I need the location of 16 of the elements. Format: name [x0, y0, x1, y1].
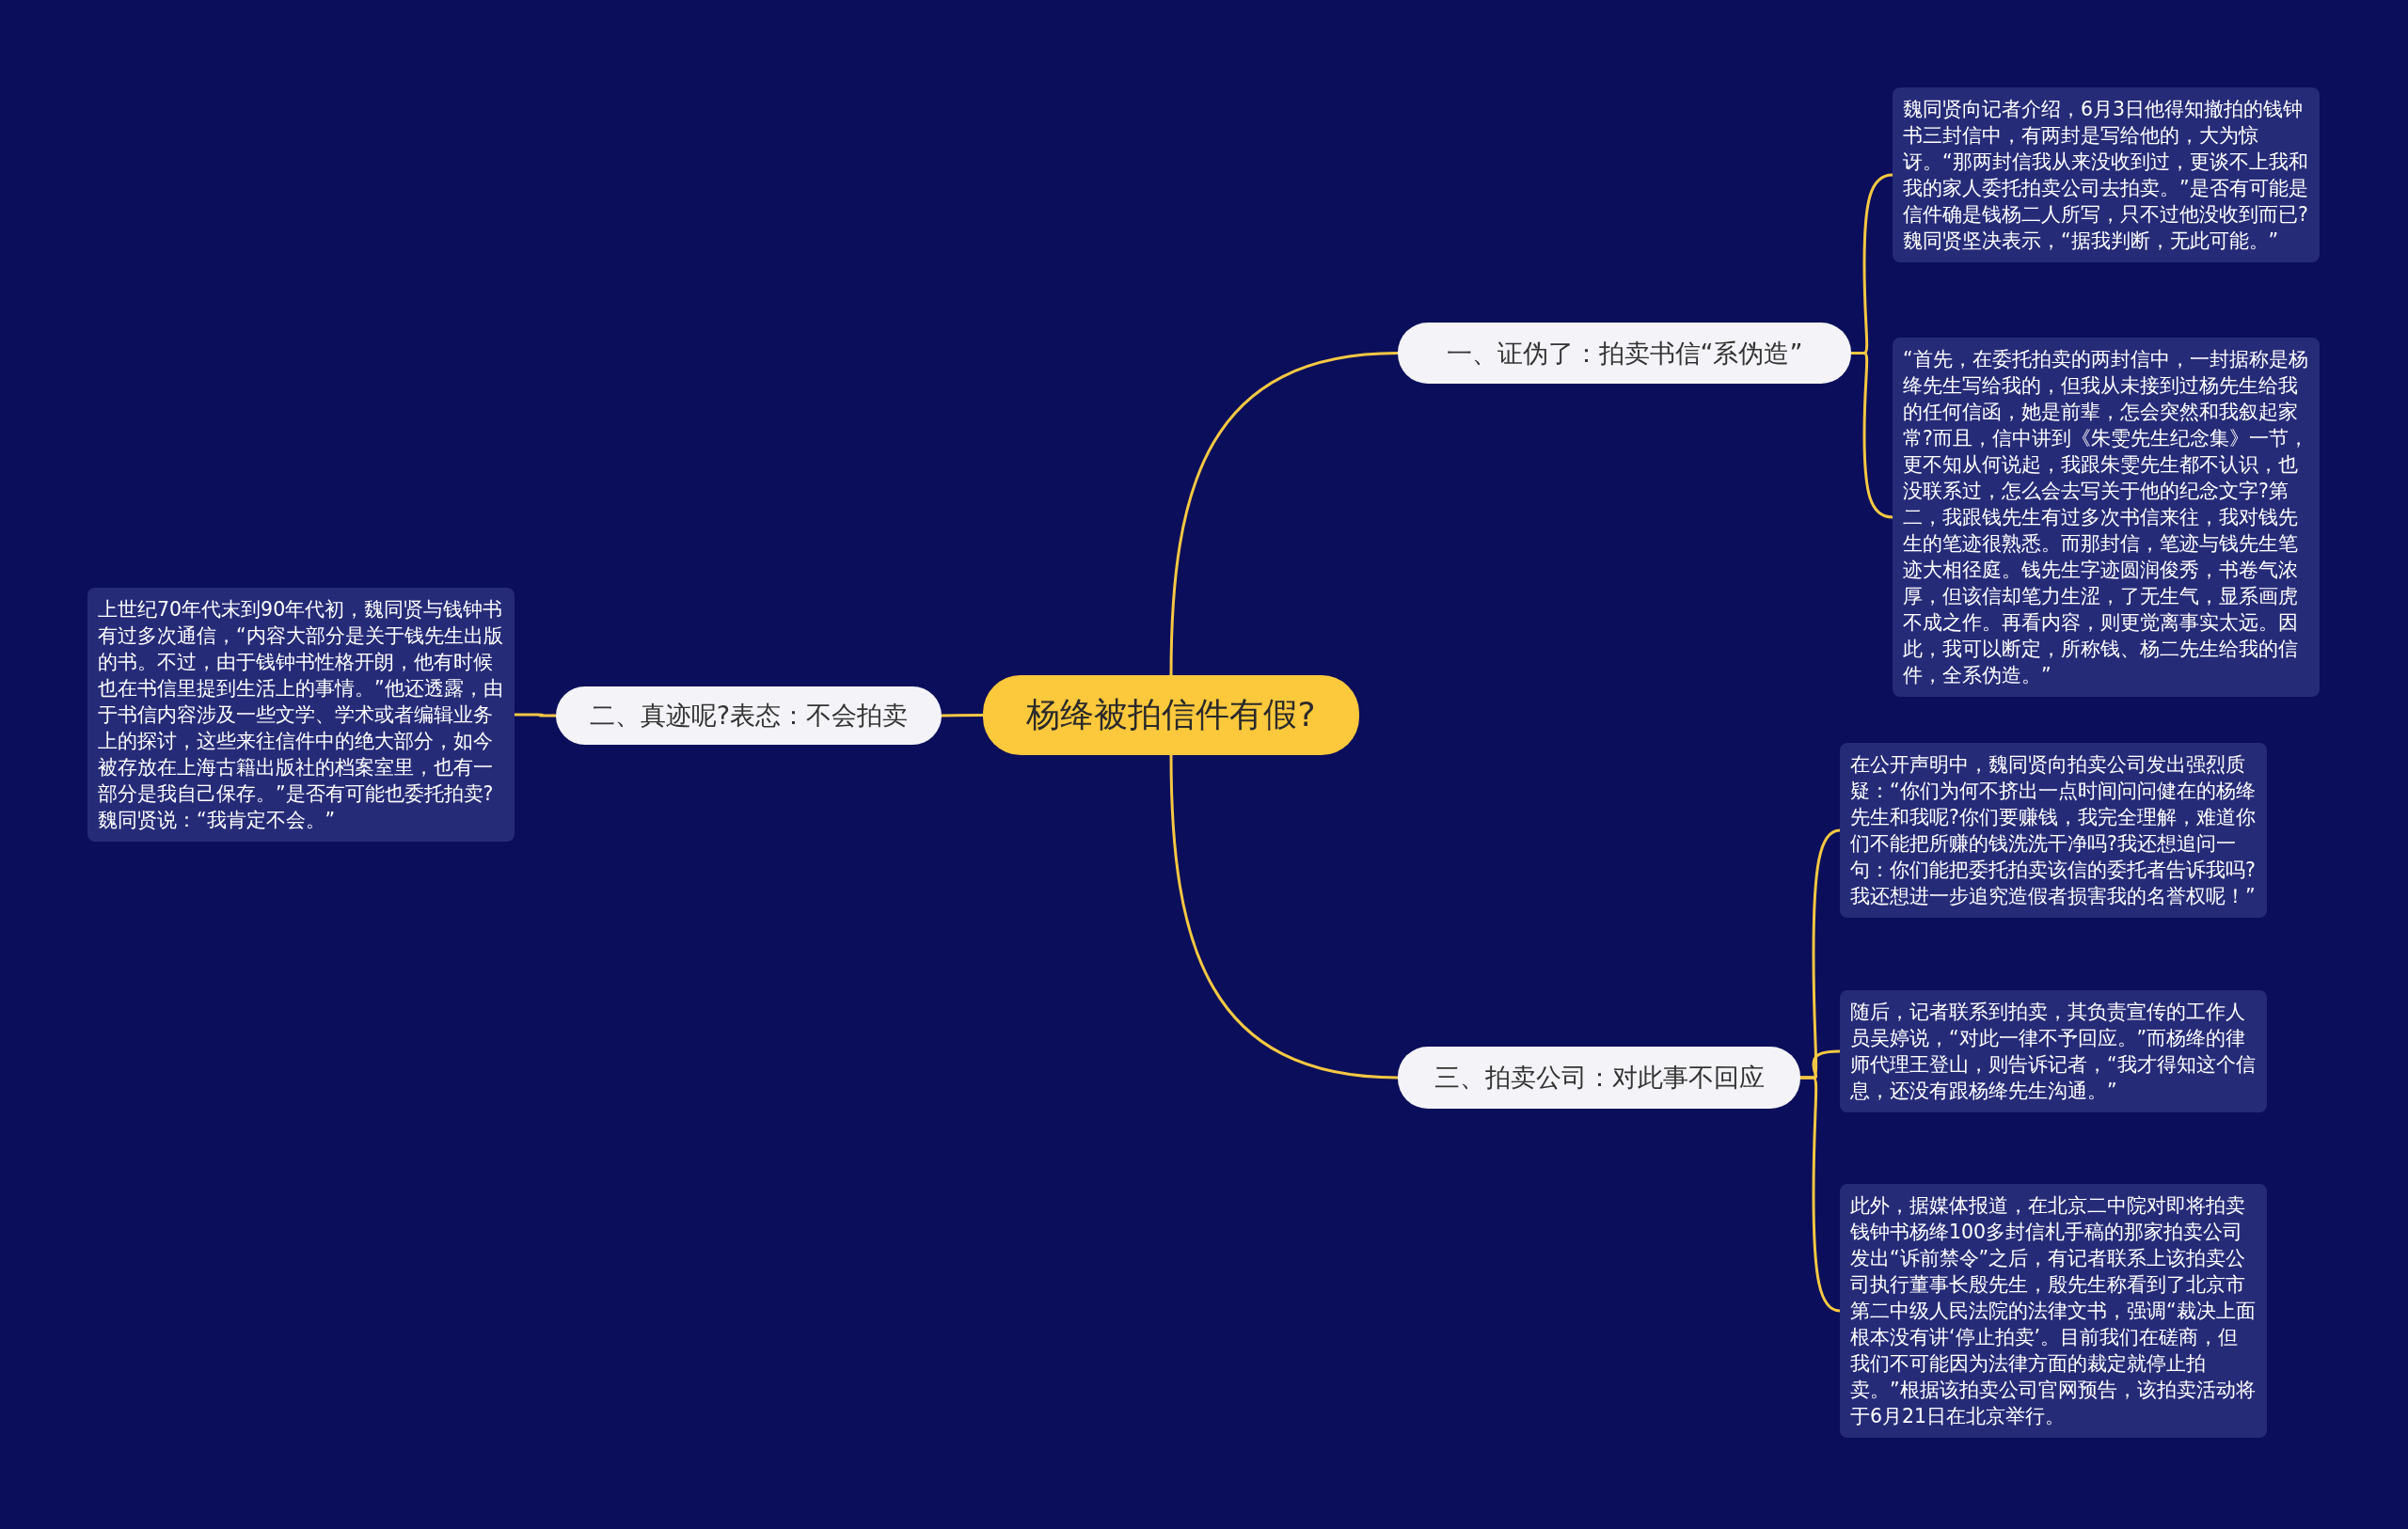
connector-line [1169, 352, 1399, 676]
connector-line [1851, 352, 1893, 519]
note-card: 此外，据媒体报道，在北京二中院对即将拍卖钱钟书杨绛100多封信札手稿的那家拍卖公司发出“诉前禁令”之后，有记者联系上该拍卖公司执行董事长殷先生，殷先生称看到了北京市第二中级人民法院的法律文书，强调“裁决上面根本没有讲‘停止拍卖’。目前我们在磋商，但我们不可能因为法律方面的裁定就停止拍卖。”根据该拍卖公司官网预告，该拍卖活动将于6月21日在北京举行。 [1840, 1184, 2267, 1438]
note-card: 魏同贤向记者介绍，6月3日他得知撤拍的钱钟书三封信中，有两封是写给他的，大为惊讶。“那两封信我从来没收到过，更谈不上我和我的家人委托拍卖公司去拍卖。”是否有可能是信件确是钱杨二人所写，只不过他没收到而已?魏同贤坚决表示，“据我判断，无此可能。” [1893, 87, 2320, 262]
topic-box: 杨绛被拍信件有假? [983, 675, 1359, 755]
connector-line [515, 713, 556, 717]
connector-line [942, 714, 983, 717]
note-card: 在公开声明中，魏同贤向拍卖公司发出强烈质疑：“你们为何不挤出一点时间问问健在的杨绛先生和我呢?你们要赚钱，我完全理解，难道你们不能把所赚的钱洗洗干净吗?我还想追问一句：你们能把委托拍卖该信的委托者告诉我吗?我还想进一步追究造假者损害我的名誉权呢！” [1840, 743, 2267, 918]
connector-line [1169, 754, 1399, 1080]
branch-pill: 二、真迹呢?表态：不会拍卖 [556, 686, 942, 745]
branch-pill: 一、证伪了：拍卖书信“系伪造” [1398, 323, 1851, 384]
connector-line [1800, 1076, 1841, 1313]
note-card: “首先，在委托拍卖的两封信中，一封据称是杨绛先生写给我的，但我从未接到过杨先生给我的任何信函，她是前辈，怎会突然和我叙起家常?而且，信中讲到《朱雯先生纪念集》一节，更不知从何说起，我跟朱雯先生都不认识，也没联系过，怎么会去写关于他的纪念文字?第二，我跟钱先生有过多次书信来往，我对钱先生的笔迹很熟悉。而那封信，笔迹与钱先生笔迹大相径庭。钱先生字迹圆润俊秀，书卷气浓厚，但该信却笔力生涩，了无生气，显系画虎不成之作。再看内容，则更觉离事实太远。因此，我可以断定，所称钱、杨二先生给我的信件，全系伪造。” [1893, 338, 2320, 697]
note-card: 上世纪70年代末到90年代初，魏同贤与钱钟书有过多次通信，“内容大部分是关于钱先生出版的书。不过，由于钱钟书性格开朗，他有时候也在书信里提到生活上的事情。”他还透露，由于书信内容涉及一些文学、学术或者编辑业务上的探讨，这些来往信件中的绝大部分，如今被存放在上海古籍出版社的档案室里，也有一部分是我自己保存。”是否有可能也委托拍卖?魏同贤说：“我肯定不会。” [87, 588, 515, 842]
branch-pill: 三、拍卖公司：对此事不回应 [1398, 1047, 1800, 1109]
note-card: 随后，记者联系到拍卖，其负责宣传的工作人员吴婷说，“对此一律不予回应。”而杨绛的律师代理王登山，则告诉记者，“我才得知这个信息，还没有跟杨绛先生沟通。” [1840, 990, 2267, 1112]
